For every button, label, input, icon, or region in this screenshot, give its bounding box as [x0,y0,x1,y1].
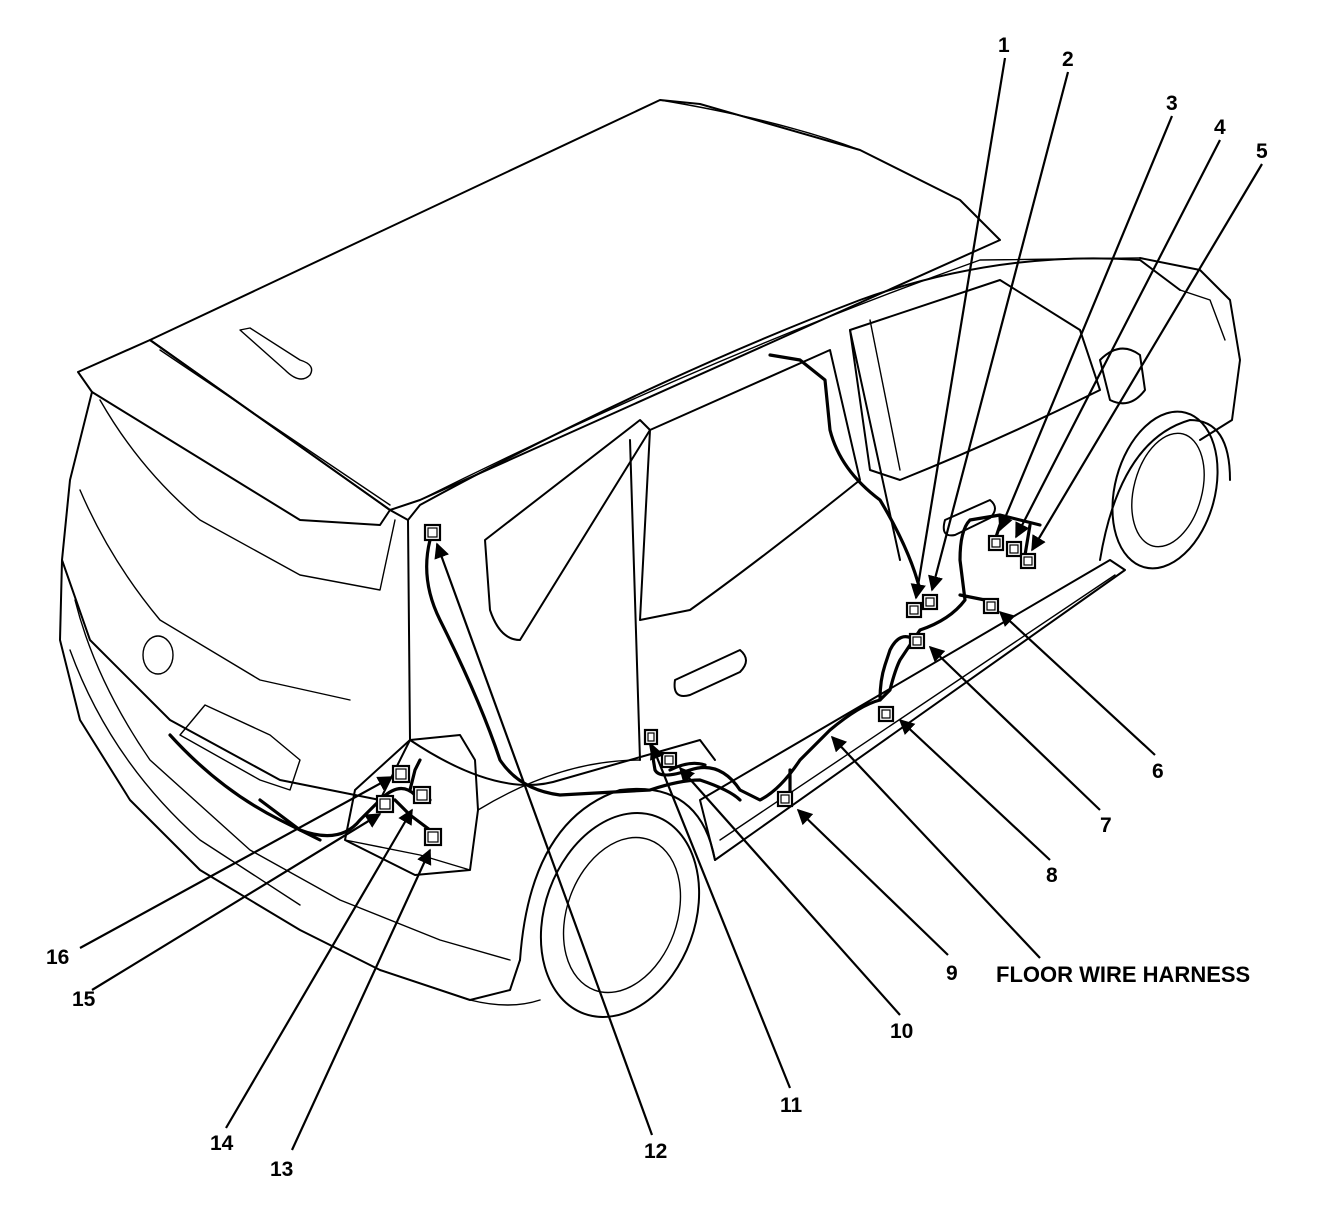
leader-7 [928,645,1101,811]
callout-9: 9 [946,962,958,985]
leader-11 [650,743,792,1089]
connectors [375,523,1037,847]
leader-10 [678,766,901,1016]
callout-16: 16 [46,946,69,969]
leader-5 [1031,163,1263,552]
callout-15: 15 [72,988,96,1011]
leader-4 [1015,139,1221,539]
connector-7 [908,632,926,650]
harness-caption: FLOOR WIRE HARNESS [996,962,1250,987]
callout-11: 11 [780,1094,803,1117]
callout-6: 6 [1152,760,1164,783]
leader-16 [79,776,394,949]
leader-8 [898,718,1051,861]
callout-3: 3 [1166,92,1178,115]
leader-14 [225,808,413,1129]
connector-6 [982,597,1000,615]
callout-13: 13 [270,1158,293,1181]
callout-4: 4 [1214,116,1226,139]
callout-14: 14 [210,1132,234,1155]
leader-2 [928,71,1070,592]
leader-6 [998,610,1156,756]
connector-12 [423,523,442,542]
leader-13 [291,848,432,1151]
callout-5: 5 [1256,140,1268,163]
leader-15 [91,813,382,991]
connector-4 [1005,540,1023,558]
connector-5 [1019,552,1037,570]
leader-harness [830,735,1041,959]
callout-2: 2 [1062,48,1074,71]
connector-2 [921,593,939,611]
connector-10 [660,751,678,769]
connector-9 [776,790,794,808]
connector-16 [391,764,411,784]
leader-3 [998,115,1174,532]
connector-1 [905,601,923,619]
callout-12: 12 [644,1140,667,1163]
leader-9 [796,808,949,956]
callout-10: 10 [890,1020,913,1043]
callout-8: 8 [1046,864,1058,887]
callout-1: 1 [998,34,1010,57]
connector-13 [423,827,443,847]
callout-labels: 1 2 3 4 5 6 7 8 9 10 11 12 13 14 15 16 F… [46,34,1268,1181]
leader-12 [434,542,654,1136]
connector-14 [412,785,432,805]
leader-1 [910,57,1007,600]
connector-3 [987,534,1005,552]
vehicle-outline [59,99,1241,1018]
connector-11 [643,728,659,746]
leader-lines [79,57,1263,1151]
connector-15 [375,794,395,814]
callout-7: 7 [1100,814,1112,837]
connector-8 [877,705,895,723]
